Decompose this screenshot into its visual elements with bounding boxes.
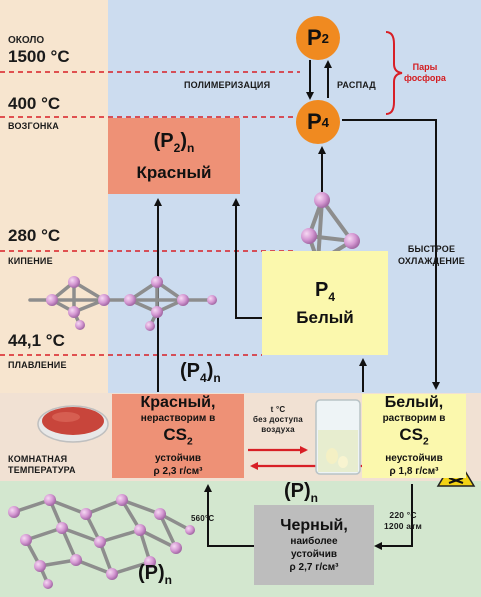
pn-mid-label: (P)n: [284, 480, 318, 505]
t220-label: 220 °C 1200 атм: [384, 510, 422, 532]
petri-dish-icon: [37, 405, 109, 443]
red-p2n-box: (P2)n Красный: [108, 118, 240, 194]
arrow-black-to-red: [204, 484, 254, 547]
red-room-cs-sub: 2: [186, 436, 193, 448]
temp-400-label: ВОЗГОНКА: [8, 121, 59, 131]
pn-bottom-label: (P)n: [138, 562, 172, 587]
temp-280-label: КИПЕНИЕ: [8, 256, 53, 266]
temperature-dashed-lines: [0, 71, 300, 356]
white-p4-name: Белый: [296, 307, 354, 327]
red-room-box: Красный, нерастворим в CS2 устойчив ρ 2,…: [112, 394, 244, 478]
temperature-scale-panel: [0, 0, 108, 393]
no-air-label: t °C без доступа воздуха: [248, 405, 308, 435]
red-p2n-formula-main: (P: [153, 129, 174, 152]
pn-mid-main: (P): [284, 480, 311, 502]
vapors-label-line1: Пары: [412, 62, 438, 72]
red-phosphorus-chain-molecule: [28, 276, 217, 331]
room-temp-label-line1: КОМНАТНАЯ: [8, 454, 68, 464]
p4n-sub2: n: [213, 371, 221, 385]
arrow-white-to-red-top: [232, 198, 262, 319]
white-p4-formula-main: P: [314, 278, 329, 301]
temp-1500: 1500 °C: [8, 47, 70, 66]
p2-letter: P: [306, 25, 322, 50]
t220-line1: 220 °C: [389, 510, 417, 520]
vapors-brace: [385, 31, 403, 115]
decay-label: РАСПАД: [337, 80, 376, 90]
white-p4-formula-sub: 4: [328, 289, 336, 304]
p4n-close: ): [206, 360, 214, 382]
t220-line2: 1200 атм: [384, 521, 423, 531]
polymerization-label: ПОЛИМЕРИЗАЦИЯ: [184, 80, 271, 90]
p4n-label: (P4)n: [180, 360, 221, 385]
black-phosphorus-band: [0, 481, 481, 597]
p2-sub: 2: [321, 30, 330, 46]
beaker-icon: [315, 399, 361, 475]
red-room-cs2: CS2: [163, 425, 192, 451]
t560-label: 560°C: [191, 514, 215, 523]
white-room-name: Белый,: [384, 394, 444, 412]
black-box: Черный, наиболее устойчив ρ 2,7 г/см³: [254, 505, 374, 585]
fast-cooling-label: БЫСТРОЕ ОХЛАЖДЕНИЕ: [398, 243, 465, 267]
p4-letter: P: [306, 109, 322, 134]
red-room-density: ρ 2,3 г/см³: [153, 465, 203, 477]
red-room-line2: нерастворим в: [140, 413, 216, 425]
room-temp-label-line2: ТЕМПЕРАТУРА: [8, 465, 76, 475]
pn-mid-sub: n: [310, 491, 319, 505]
arrow-white-to-black: [374, 484, 413, 550]
temp-44-label: ПЛАВЛЕНИЕ: [8, 360, 67, 370]
temp-280: 280 °C: [8, 226, 61, 245]
no-air-line1: t °C: [270, 405, 286, 414]
pn-bottom-sub: n: [164, 573, 173, 587]
black-name: Черный,: [280, 516, 348, 534]
white-p4-box: P4 Белый: [262, 251, 388, 355]
white-room-box: Белый, растворим в CS2 неустойчив ρ 1,8 …: [362, 394, 466, 478]
temp-44: 44,1 °C: [8, 331, 65, 350]
black-density: ρ 2,7 г/см³: [289, 561, 339, 573]
red-p2n-formula-sub1: 2: [173, 140, 181, 155]
red-p2n-name: Красный: [136, 162, 212, 182]
white-room-cs-main: CS: [399, 425, 423, 445]
temp-400: 400 °C: [8, 94, 61, 113]
vapors-label-line2: фосфора: [404, 73, 446, 83]
white-room-cs-sub: 2: [422, 436, 429, 448]
red-p2n-formula: (P2)n: [154, 130, 195, 159]
fast-cooling-line2: ОХЛАЖДЕНИЕ: [398, 256, 465, 266]
red-p2n-formula-sub2: n: [187, 140, 195, 155]
p4n-main: (P: [180, 360, 200, 382]
red-room-cs-main: CS: [163, 425, 187, 445]
white-room-line2: растворим в: [382, 413, 446, 425]
black-phosphorus-lattice-molecule: [8, 494, 195, 589]
pn-bottom-main: (P): [138, 562, 165, 584]
red-p2n-formula-close: ): [180, 129, 187, 152]
white-room-density: ρ 1,8 г/см³: [389, 465, 439, 477]
red-room-line4: устойчив: [155, 452, 201, 464]
black-line2: наиболее: [290, 535, 338, 547]
fast-cooling-line1: БЫСТРОЕ: [407, 244, 456, 254]
white-p4-formula: P4: [315, 279, 335, 304]
black-line3: устойчив: [291, 548, 337, 560]
p4n-sub1: 4: [200, 371, 207, 385]
no-air-line3: воздуха: [261, 425, 295, 434]
white-room-cs2: CS2: [399, 425, 428, 451]
vapors-label: Пары фосфора: [404, 62, 446, 84]
arrow-fast-cooling: [342, 119, 440, 390]
p4-sub: 4: [321, 114, 330, 130]
temp-1500-prefix: ОКОЛО: [8, 35, 45, 46]
red-room-name: Красный,: [140, 394, 216, 412]
white-room-line4: неустойчив: [385, 452, 443, 464]
no-air-line2: без доступа: [253, 415, 303, 424]
